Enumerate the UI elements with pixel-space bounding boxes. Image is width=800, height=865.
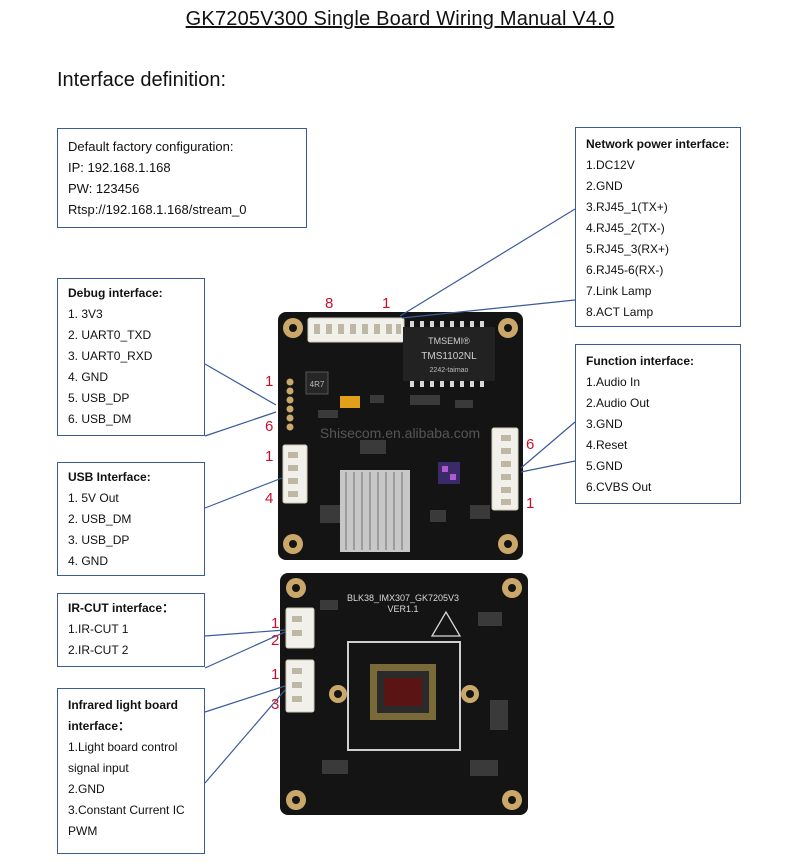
default-config-password: PW: 123456 [68, 181, 140, 196]
chip-model: TMS1102NL [421, 351, 477, 362]
network-item: 6.RJ45-6(RX-) [586, 263, 664, 277]
debug-item: 2. UART0_TXD [68, 328, 152, 342]
usb-item: 2. USB_DM [68, 512, 132, 526]
network-power-box: Network power interface: 1.DC12V 2.GND 3… [575, 127, 741, 327]
usb-interface-box: USB Interface: 1. 5V Out 2. USB_DM 3. US… [57, 462, 205, 576]
infrared-item: 2.GND [68, 782, 105, 796]
function-item: 4.Reset [586, 438, 628, 452]
infrared-item: 3.Constant Current IC [68, 803, 185, 817]
network-item: 2.GND [586, 179, 623, 193]
ircut-interface-heading: IR-CUT interface： [68, 601, 175, 615]
debug-item: 5. USB_DP [68, 391, 130, 405]
function-item: 6.CVBS Out [586, 480, 652, 494]
debug-item: 1. 3V3 [68, 307, 103, 321]
pin-label-function-6: 6 [526, 436, 535, 453]
usb-interface-heading: USB Interface: [68, 470, 151, 484]
ircut-item: 1.IR-CUT 1 [68, 622, 129, 636]
page-title: GK7205V300 Single Board Wiring Manual V4… [185, 8, 615, 30]
default-config-rtsp: Rtsp://192.168.1.168/stream_0 [68, 202, 247, 217]
pin-label-usb-1: 1 [265, 448, 274, 465]
pin-label-function-1: 1 [526, 495, 535, 512]
infrared-item: signal input [68, 761, 129, 775]
infrared-interface-box: Infrared light board interface： 1.Light … [57, 688, 205, 854]
network-item: 8.ACT Lamp [586, 305, 654, 319]
usb-item: 3. USB_DP [68, 533, 130, 547]
infrared-interface-heading: Infrared light board [68, 698, 179, 712]
usb-item: 4. GND [68, 554, 109, 568]
pin-label-network-1: 1 [382, 295, 391, 312]
chip-brand: TMSEMI® [428, 336, 470, 346]
function-interface-box: Function interface: 1.Audio In 2.Audio O… [575, 344, 741, 504]
pin-label-usb-4: 4 [265, 490, 274, 507]
network-item: 5.RJ45_3(RX+) [586, 242, 670, 256]
network-power-heading: Network power interface: [586, 137, 730, 151]
ircut-item: 2.IR-CUT 2 [68, 643, 129, 657]
network-item: 7.Link Lamp [586, 284, 652, 298]
default-config-box: Default factory configuration: IP: 192.1… [57, 128, 307, 228]
sensor-board: BLK38_IMX307_GK7205V3 VER1.1 [280, 573, 528, 815]
ircut-interface-box: IR-CUT interface： 1.IR-CUT 1 2.IR-CUT 2 [57, 593, 205, 667]
function-item: 1.Audio In [586, 375, 641, 389]
default-config-ip: IP: 192.168.1.168 [68, 160, 171, 175]
silk-model-text: BLK38_IMX307_GK7205V3 [347, 593, 459, 603]
pin-label-ircut-2: 2 [271, 632, 280, 649]
function-item: 3.GND [586, 417, 623, 431]
pin-label-debug-1: 1 [265, 373, 274, 390]
pin-label-ircut-1: 1 [271, 615, 280, 632]
debug-item: 4. GND [68, 370, 109, 384]
section-subtitle: Interface definition: [57, 69, 226, 91]
debug-interface-box: Debug interface: 1. 3V3 2. UART0_TXD 3. … [57, 278, 205, 436]
debug-item: 3. UART0_RXD [68, 349, 153, 363]
pin-label-infrared-3: 3 [271, 696, 280, 713]
usb-item: 1. 5V Out [68, 491, 119, 505]
silk-version-text: VER1.1 [387, 604, 418, 614]
infrared-item: 1.Light board control [68, 740, 178, 754]
function-item: 5.GND [586, 459, 623, 473]
network-item: 4.RJ45_2(TX-) [586, 221, 665, 235]
debug-item: 6. USB_DM [68, 412, 132, 426]
watermark-text: Shisecom.en.alibaba.com [320, 425, 480, 441]
network-item: 3.RJ45_1(TX+) [586, 200, 668, 214]
pin-label-network-8: 8 [325, 295, 334, 312]
debug-interface-heading: Debug interface: [68, 286, 163, 300]
network-item: 1.DC12V [586, 158, 635, 172]
infrared-item: PWM [68, 824, 98, 838]
function-interface-heading: Function interface: [586, 354, 695, 368]
inductor-label: 4R7 [310, 380, 325, 389]
pin-label-infrared-1: 1 [271, 666, 280, 683]
main-board: TMSEMI® TMS1102NL 2242-taimao 4R7 [278, 312, 523, 560]
pin-label-debug-6: 6 [265, 418, 274, 435]
chip-code: 2242-taimao [430, 367, 469, 374]
infrared-interface-heading-cont: interface： [68, 719, 131, 733]
default-config-heading: Default factory configuration: [68, 139, 234, 154]
function-item: 2.Audio Out [586, 396, 650, 410]
